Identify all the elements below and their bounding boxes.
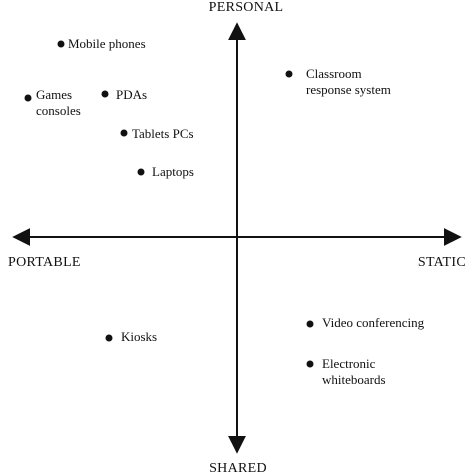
item-label: Kiosks — [121, 329, 157, 344]
item-label-line: response system — [306, 82, 391, 97]
item-label-line: Classroom — [306, 66, 362, 81]
item-label: Laptops — [152, 164, 194, 179]
item-label: Video conferencing — [322, 315, 425, 330]
item-label-line: Kiosks — [121, 329, 157, 344]
item-label-line: Video conferencing — [322, 315, 425, 330]
item-kiosks: Kiosks — [105, 329, 157, 344]
item-tablet-pcs: Tablets PCs — [120, 126, 194, 141]
item-label: Tablets PCs — [132, 126, 194, 141]
item-dot — [57, 40, 65, 48]
axis-label-personal: PERSONAL — [209, 0, 284, 15]
item-dot — [285, 70, 293, 78]
item-laptops: Laptops — [137, 164, 194, 179]
item-dot — [306, 320, 314, 328]
item-label: PDAs — [116, 87, 147, 102]
item-dot — [105, 334, 113, 342]
item-dot — [120, 129, 128, 137]
item-dot — [101, 90, 109, 98]
item-label: Mobile phones — [68, 36, 146, 51]
item-label-line: Laptops — [152, 164, 194, 179]
item-label-line: Mobile phones — [68, 36, 146, 51]
item-dot — [24, 94, 32, 102]
item-label-line: consoles — [36, 103, 81, 118]
item-dot — [306, 360, 314, 368]
item-pdas: PDAs — [101, 87, 147, 102]
item-video-conferencing: Video conferencing — [306, 315, 425, 330]
item-mobile-phones: Mobile phones — [57, 36, 146, 51]
item-label-line: Electronic — [322, 356, 376, 371]
item-label-line: Games — [36, 87, 72, 102]
axis-label-portable: PORTABLE — [8, 255, 81, 270]
axis-label-shared: SHARED — [209, 461, 267, 474]
item-label-line: PDAs — [116, 87, 147, 102]
item-label-line: Tablets PCs — [132, 126, 194, 141]
item-label-line: whiteboards — [322, 372, 386, 387]
item-dot — [137, 168, 145, 176]
axis-label-static: STATIC — [418, 255, 466, 270]
